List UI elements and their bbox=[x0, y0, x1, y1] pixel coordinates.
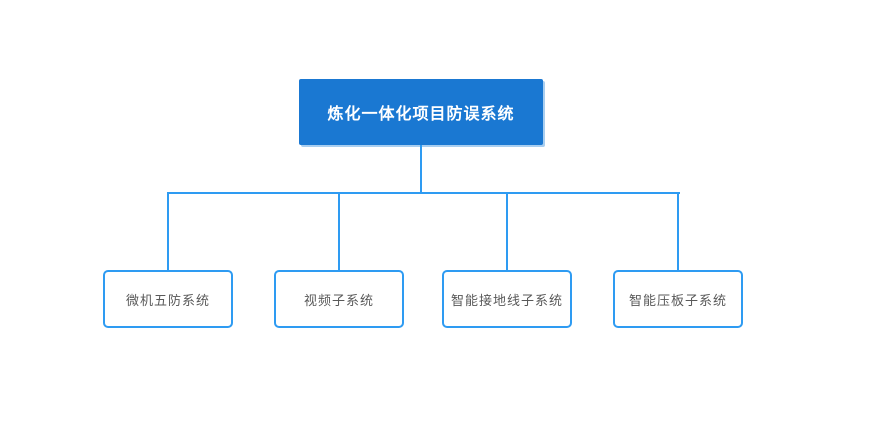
child-node-video[interactable]: 视频子系统 bbox=[274, 270, 404, 328]
connector-drop-child-4 bbox=[677, 192, 679, 270]
root-node[interactable]: 炼化一体化项目防误系统 bbox=[299, 79, 543, 145]
child-node-wujifang[interactable]: 微机五防系统 bbox=[103, 270, 233, 328]
connector-drop-child-2 bbox=[338, 192, 340, 270]
child-node-label: 视频子系统 bbox=[303, 292, 374, 308]
connector-root-stem bbox=[420, 145, 422, 193]
root-node-label: 炼化一体化项目防误系统 bbox=[327, 106, 515, 123]
connector-drop-child-3 bbox=[506, 192, 508, 270]
child-node-label: 智能压板子系统 bbox=[628, 292, 727, 308]
connector-drop-child-1 bbox=[167, 192, 169, 270]
child-node-pressure-plate[interactable]: 智能压板子系统 bbox=[613, 270, 743, 328]
child-node-label: 微机五防系统 bbox=[125, 292, 210, 308]
child-node-label: 智能接地线子系统 bbox=[450, 292, 563, 308]
connector-horizontal-bar bbox=[167, 192, 680, 194]
child-node-grounding-wire[interactable]: 智能接地线子系统 bbox=[442, 270, 572, 328]
